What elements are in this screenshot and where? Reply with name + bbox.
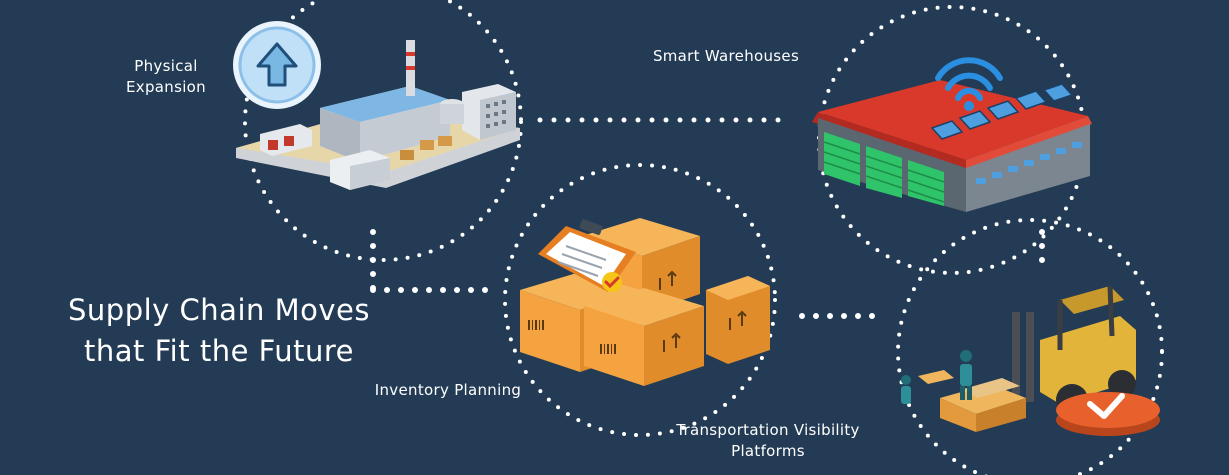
label-transportation-line-1: Transportation Visibility bbox=[676, 421, 860, 439]
circle-physical-expansion bbox=[243, 0, 523, 262]
inventory-boxes-illustration bbox=[520, 218, 770, 386]
warehouse-illustration bbox=[812, 57, 1092, 212]
label-transportation: Transportation Visibility Platforms bbox=[628, 420, 908, 462]
headline-line-1: Supply Chain Moves bbox=[68, 293, 370, 327]
label-transportation-line-2: Platforms bbox=[731, 442, 805, 460]
wifi-icon bbox=[935, 57, 1003, 101]
label-physical-expansion: Physical Expansion bbox=[100, 56, 232, 98]
label-physical-expansion-line-2: Expansion bbox=[126, 78, 206, 96]
headline: Supply Chain Moves that Fit the Future bbox=[24, 290, 414, 372]
circle-inventory-planning bbox=[503, 163, 777, 437]
factory-illustration bbox=[236, 40, 520, 190]
label-smart-warehouses: Smart Warehouses bbox=[652, 47, 800, 65]
label-physical-expansion-line-1: Physical bbox=[134, 57, 198, 75]
headline-line-2: that Fit the Future bbox=[84, 334, 354, 368]
label-inventory-planning: Inventory Planning bbox=[374, 381, 522, 399]
check-badge-icon bbox=[1056, 392, 1160, 436]
upload-arrow-icon bbox=[233, 21, 321, 109]
circle-transportation bbox=[896, 218, 1164, 475]
clipboard-icon bbox=[538, 219, 636, 292]
